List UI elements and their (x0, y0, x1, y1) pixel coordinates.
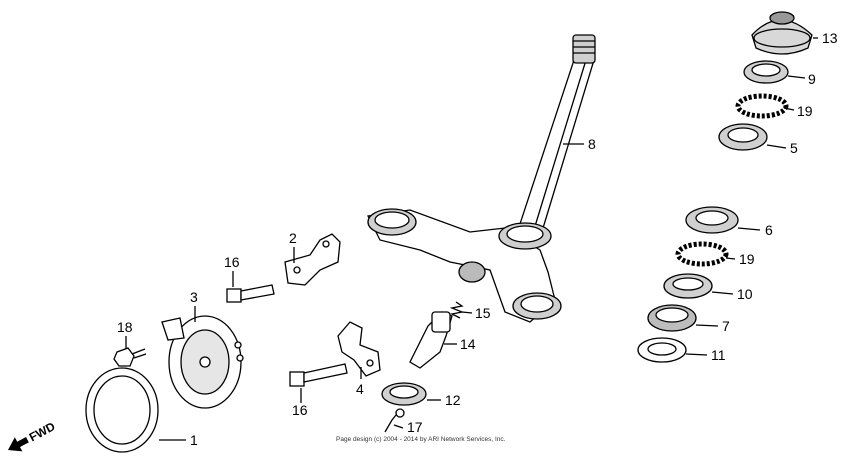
callout-16-lower: 16 (292, 402, 308, 418)
callout-7: 7 (722, 318, 730, 334)
callout-13: 13 (822, 30, 838, 46)
callout-6: 6 (765, 222, 773, 238)
fwd-arrow-icon (8, 437, 29, 452)
bolt-16-upper (226, 284, 275, 303)
copyright-notice: Page design (c) 2004 - 2014 by ARI Netwo… (336, 436, 506, 443)
callout-4: 4 (356, 381, 364, 397)
callout-11: 11 (711, 347, 726, 363)
callout-14: 14 (460, 336, 476, 352)
horn-bracket-2 (284, 233, 341, 286)
callout-2: 2 (289, 230, 297, 246)
callout-17: 17 (407, 419, 423, 435)
callout-9: 9 (808, 71, 816, 87)
fwd-label: FWD (27, 419, 58, 444)
callout-1: 1 (190, 432, 198, 448)
fwd-indicator: FWD (8, 419, 58, 452)
bolt-16-lower (289, 363, 348, 387)
steering-stem (515, 34, 596, 239)
spring-15 (449, 301, 465, 319)
bolt-18 (113, 347, 147, 367)
callout-3: 3 (190, 289, 198, 305)
seal-7 (647, 304, 697, 332)
race-5 (718, 123, 768, 151)
washer-11 (637, 337, 687, 363)
callout-8: 8 (588, 136, 596, 152)
sensor-14 (409, 311, 453, 369)
bottom-bridge (367, 208, 562, 323)
race-10 (663, 273, 713, 299)
callout-19-upper: 19 (797, 103, 813, 119)
leader-lines (125, 37, 818, 441)
callouts: 13 9 19 5 8 6 19 10 7 11 1 2 3 4 15 14 1… (117, 30, 838, 448)
collar-12 (381, 382, 427, 406)
ball-ring-19-upper (735, 93, 789, 119)
horn-3 (161, 315, 244, 409)
callout-19-lower: 19 (739, 251, 755, 267)
ring-1 (85, 367, 159, 453)
bracket-4 (337, 321, 381, 377)
callout-18: 18 (117, 319, 133, 335)
top-nut-13 (751, 11, 813, 55)
race-6 (685, 206, 739, 234)
race-9 (743, 60, 789, 84)
callout-5: 5 (790, 140, 798, 156)
callout-10: 10 (737, 286, 753, 302)
callout-12: 12 (445, 392, 461, 408)
ball-ring-19-lower (675, 241, 729, 267)
screw-17 (384, 408, 405, 433)
callout-16-upper: 16 (224, 254, 240, 270)
callout-15: 15 (475, 305, 491, 321)
